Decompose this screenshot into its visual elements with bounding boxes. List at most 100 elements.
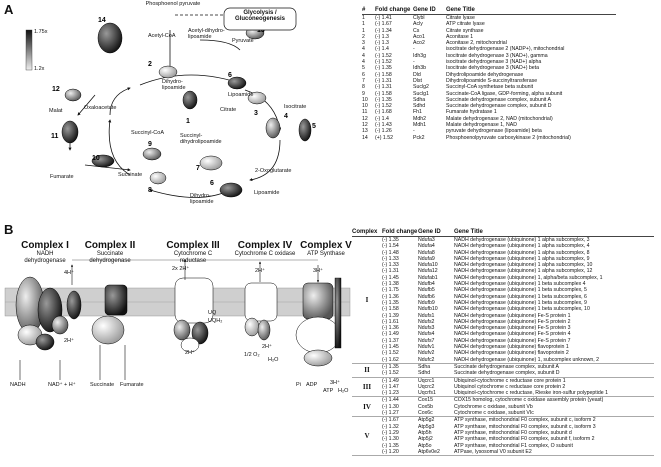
cell-title: COX15 homolog, cytochrome c oxidase asse… xyxy=(454,397,604,404)
cell-title: Succinate dehydrogenase complex, subunit… xyxy=(446,96,551,103)
table-row: 4(-) 1.52-isocitrate dehydrogenase 3 (NA… xyxy=(362,59,616,65)
enzyme-9 xyxy=(142,147,162,161)
cell-gene: Dld xyxy=(413,71,421,78)
cell-fc: (-) 1.35 xyxy=(375,65,392,72)
cell-title: Isocitrate dehydrogenase 3 (NAD+), gamma xyxy=(446,52,548,59)
header-complex: Complex xyxy=(352,229,378,235)
cell-title: Ubiquinol-cytochrome c reductase core pr… xyxy=(454,377,566,384)
cell-gene: Suclg2 xyxy=(413,84,429,91)
cell-fc: (-) 1.44 xyxy=(382,397,399,404)
cell-n: 4 xyxy=(362,46,365,53)
cell-gene: Mdh1 xyxy=(413,122,426,129)
cell-title: ATP citrate lyase xyxy=(446,21,485,28)
node-oxaloacetate: Oxaloacetate xyxy=(84,105,117,111)
cell-title: NADH dehydrogenase (ubiquinone) 1 alpha … xyxy=(454,237,590,243)
complex-v-sub: ATP Synthase xyxy=(307,251,345,257)
cell-title: NADH dehydrogenase (ubiquinone) 1 alpha … xyxy=(454,243,590,250)
cell-title: NADH dehydrogenase (ubiquinone) 1 beta s… xyxy=(454,299,587,306)
cell-title: Dihydrolipoamide S-succinyltransferase xyxy=(446,77,538,84)
complex-iii-shape xyxy=(173,277,214,353)
cell-gene: Uqcrc1 xyxy=(418,377,435,384)
cell-n: 9 xyxy=(362,90,365,97)
cell-gene: Sdha xyxy=(418,363,431,370)
label-h4: 3H⁺ xyxy=(313,268,323,274)
cell-gene: Idh3b xyxy=(413,65,426,72)
cell-gene: Atp5g3 xyxy=(418,423,435,430)
cell-gene: Pck2 xyxy=(413,134,425,141)
cell-fc: (-) 1.35 xyxy=(382,237,399,243)
enzyme-5 xyxy=(298,118,312,142)
cell-fc: (-) 1.39 xyxy=(382,312,399,319)
cell-title: Malate dehydrogenase 1, NAD xyxy=(446,122,517,129)
cell-gene: Ndufa3 xyxy=(418,237,435,243)
cell-title: Isocitrate dehydrogenase 3 (NAD+) beta xyxy=(446,65,539,72)
enzyme-7 xyxy=(199,155,223,171)
node-succinyl-coa: Succinyl-CoA xyxy=(131,130,165,136)
complex-i-header: Complex I NADH dehydrogenase xyxy=(15,240,75,265)
cell-n: 6 xyxy=(362,71,365,78)
cell-gene: Cs xyxy=(413,27,420,34)
cell-fc: (-) 1.33 xyxy=(382,255,399,262)
cell-gene: Ndufs7 xyxy=(418,337,435,344)
cell-title: NADH dehydrogenase (ubiquinone) 1 alpha … xyxy=(454,268,593,275)
label-h3: 2H⁺ xyxy=(255,268,265,274)
enzyme-4 xyxy=(265,117,281,139)
complex-iv-shape xyxy=(244,282,278,341)
cell-title: NADH dehydrogenase (ubiquinone) Fe-S pro… xyxy=(454,312,571,319)
cell-fc: (-) 1.20 xyxy=(382,448,399,455)
cell-fc: (-) 1.45 xyxy=(382,344,399,351)
cell-fc: (-) 1.75 xyxy=(382,287,399,294)
cell-title: NADH dehydrogenase (ubiquinone) 1, alpha… xyxy=(454,274,603,281)
glycolysis-box xyxy=(223,7,297,31)
cell-title: isocitrate dehydrogenase 2 (NADP+), mito… xyxy=(446,46,565,53)
cell-gene: Ndufb9 xyxy=(418,299,435,306)
scale-high-label: 1.75x xyxy=(34,29,48,35)
panel-a-letter: A xyxy=(4,2,14,17)
enzyme-14 xyxy=(97,22,123,54)
panel-b-table-header: Complex Fold change Gene ID Gene Title xyxy=(352,228,654,237)
cell-n: 12 xyxy=(362,115,368,122)
cell-gene: Ndufv1 xyxy=(418,344,435,351)
header-b-gene-id: Gene ID xyxy=(418,229,441,235)
cell-title: NADH dehydrogenase (ubiquinone) Fe-S pro… xyxy=(454,331,571,338)
cell-fc: (-) 1.29 xyxy=(382,429,399,436)
cell-fc: (-) 1.23 xyxy=(382,390,399,397)
svg-text:3: 3 xyxy=(254,110,258,117)
panel-b-letter: B xyxy=(4,222,14,237)
cell-fc: (-) 1.35 xyxy=(375,96,392,103)
enzyme-6a xyxy=(227,76,247,90)
header-b-gene-title: Gene Title xyxy=(454,229,483,235)
cell-fc: (-) 1.52 xyxy=(382,350,399,357)
cell-gene: Cox6c xyxy=(418,410,433,417)
cell-gene: Clybl xyxy=(413,15,425,21)
cell-n: 2 xyxy=(362,33,365,40)
cell-title: ATP synthase, mitochondrial F0 complex, … xyxy=(454,429,572,436)
cell-gene: Ndufb6 xyxy=(418,293,435,300)
cell-gene: Atp5o xyxy=(418,442,432,449)
node-pyruvate: Pyruvate xyxy=(232,38,254,44)
svg-text:6: 6 xyxy=(228,72,232,79)
cell-title: ATPase, lysosomal V0 subunit E2 xyxy=(454,448,532,455)
cell-gene: Ndufs2 xyxy=(418,318,435,325)
cell-gene: Sdhd xyxy=(413,103,426,110)
cell-fc: (-) 1.61 xyxy=(382,318,399,325)
